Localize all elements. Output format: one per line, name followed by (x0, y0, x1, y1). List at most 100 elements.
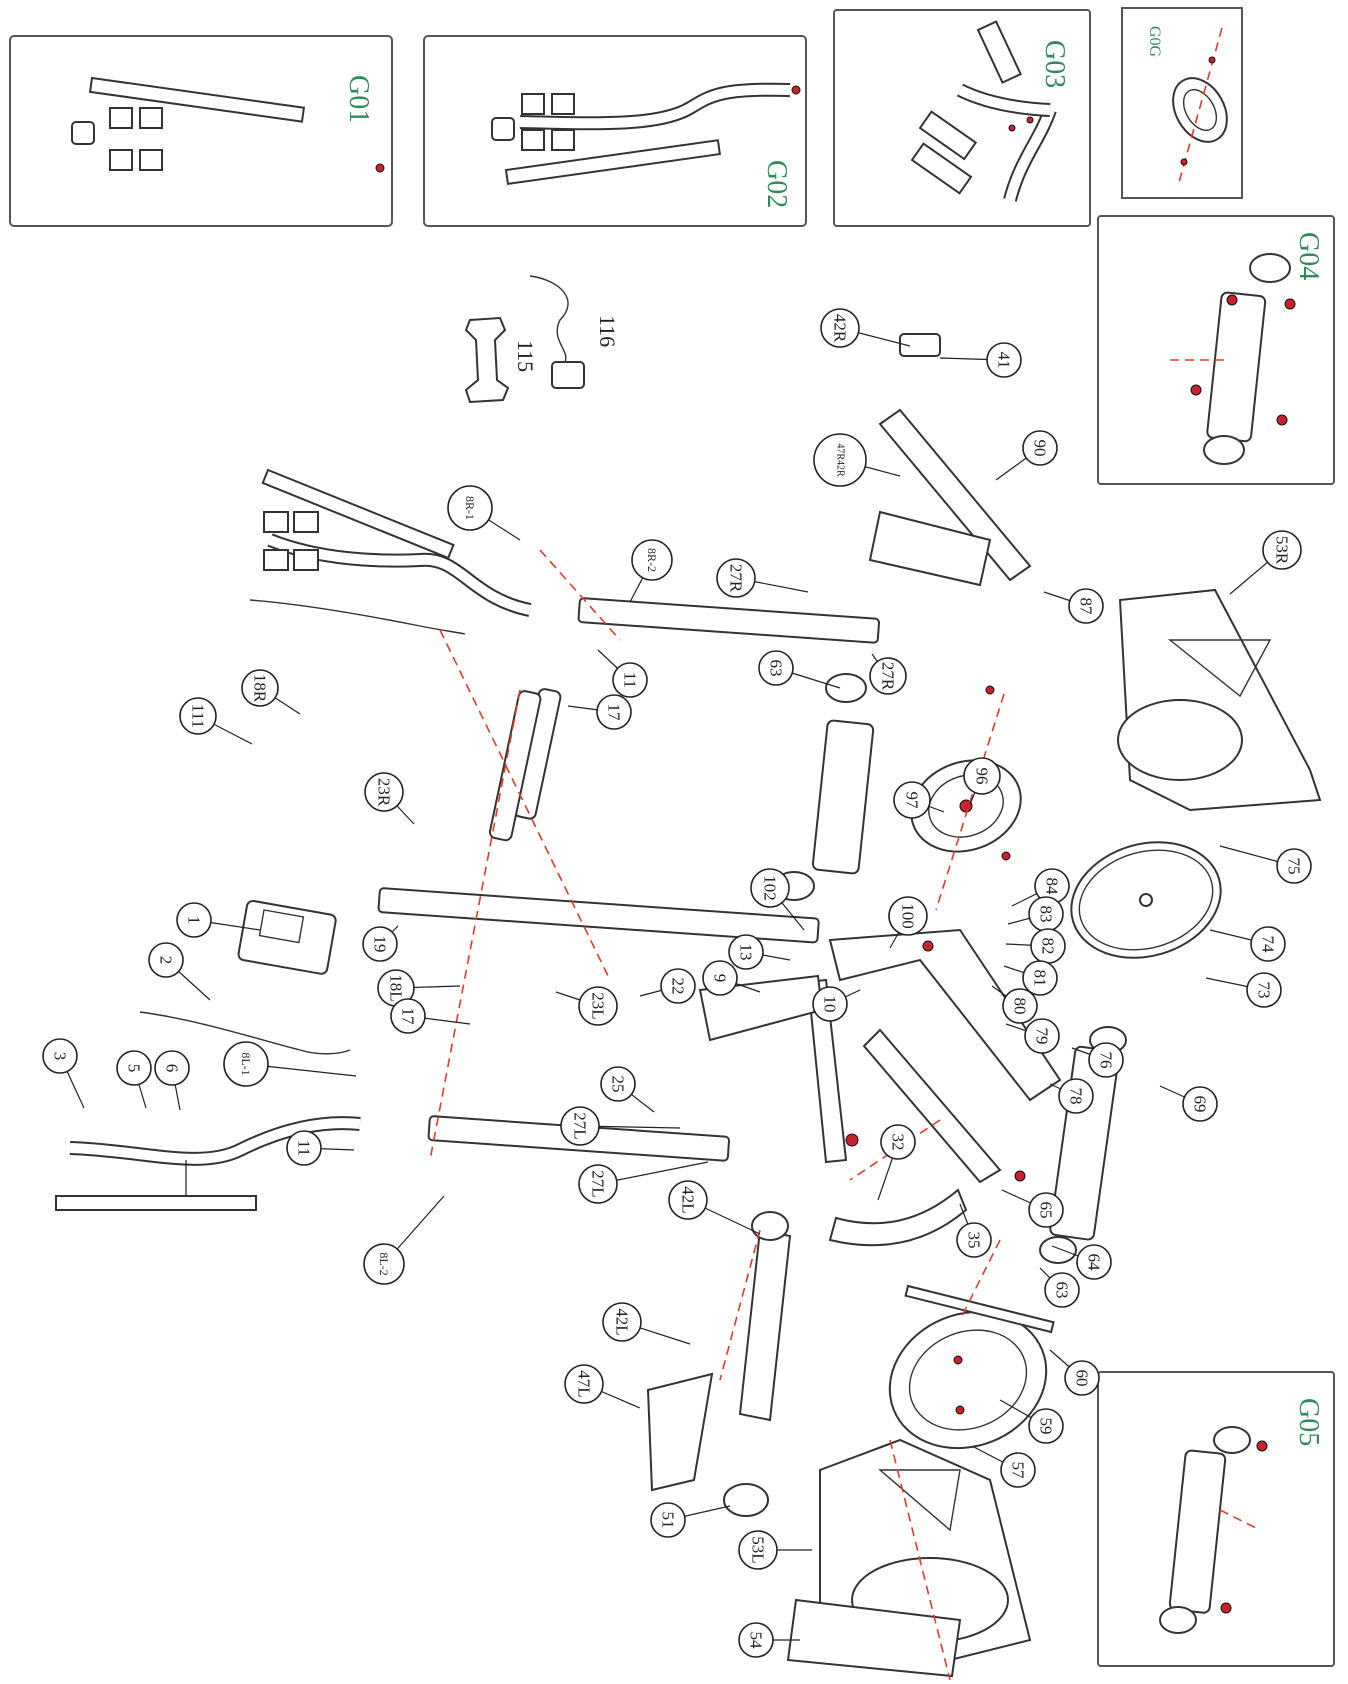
callout-c78: 78 (1049, 1078, 1094, 1114)
callout-label: 8L-1 (239, 1052, 253, 1075)
callout-c27l_b: 27L (578, 1161, 709, 1204)
callout-c75: 75 (1219, 845, 1312, 884)
callout-circle (738, 1530, 778, 1570)
callout-circle (750, 868, 790, 908)
callout-label: 8L-2 (377, 1252, 391, 1275)
callout-circle (1022, 960, 1058, 996)
callout-circle (1076, 1244, 1112, 1280)
callout-circle (1088, 1042, 1124, 1078)
callout-circle (1250, 926, 1286, 962)
callout-c9: 9 (702, 960, 761, 996)
callout-circle (363, 1243, 405, 1285)
callout-circle (390, 998, 426, 1034)
callout-label: 17 (399, 1008, 418, 1026)
callout-c27r_b: 27R (869, 653, 907, 695)
callout-label: 74 (1259, 936, 1278, 954)
callout-label: 23L (589, 992, 608, 1019)
callout-c18r: 18R (241, 669, 301, 715)
callout-circle (1182, 1086, 1218, 1122)
callout-label: 42R (831, 314, 850, 343)
inset-g0g: G0G (1121, 7, 1243, 199)
wrench-tool: 115 (464, 316, 538, 404)
callout-circle (364, 772, 404, 812)
callout-c97: 97 (893, 781, 945, 819)
callout-c100: 100 (888, 896, 928, 949)
callout-circle (702, 960, 738, 996)
callout-circle (893, 781, 931, 819)
callout-label: 23R (375, 778, 394, 807)
callout-c87: 87 (1043, 588, 1104, 624)
callout-circle (1068, 588, 1104, 624)
callout-label: 6 (163, 1064, 182, 1073)
callout-label: 47L (575, 1370, 594, 1397)
callout-label: 97 (903, 792, 922, 810)
callout-circle (728, 934, 764, 970)
callout-circle (963, 757, 1001, 795)
callout-label: 90 (1031, 440, 1050, 457)
callout-c17_a: 17 (567, 694, 632, 730)
callout-circle (812, 986, 848, 1022)
callout-label: 76 (1097, 1052, 1116, 1069)
callout-label: 41 (995, 352, 1014, 369)
inset-label-g03: G03 (1039, 40, 1070, 88)
callout-label: 60 (1073, 1370, 1092, 1387)
callout-c23l: 23L (555, 986, 618, 1026)
callout-circle (1064, 1360, 1100, 1396)
callout-circle (1044, 1272, 1080, 1308)
callout-c8l1: 8L-1 (223, 1041, 357, 1087)
callout-c51: 51 (650, 1502, 731, 1538)
callout-c19: 19 (362, 925, 399, 962)
inset-g02: G02 (423, 35, 807, 227)
callout-label: 51 (659, 1512, 678, 1529)
callout-c8l2: 8L-2 (363, 1195, 445, 1285)
callout-c79: 79 (1005, 1018, 1060, 1054)
callout-c59: 59 (999, 1399, 1064, 1444)
inset-label-g05: G05 (1293, 1398, 1324, 1446)
callout-label: 11 (621, 672, 640, 688)
callout-label: 83 (1037, 906, 1056, 923)
inset-g03: G03 (833, 9, 1091, 227)
main-assembly (55, 333, 1322, 1681)
callout-circle (660, 968, 696, 1004)
callout-label: 27L (571, 1112, 590, 1139)
callout-circle (179, 697, 217, 735)
inset-label-g02: G02 (761, 160, 792, 208)
callout-c63_b: 63 (1039, 1267, 1080, 1308)
callout-circle (1262, 530, 1302, 570)
callout-c47l: 47L (564, 1364, 641, 1409)
callout-label: 8R-2 (645, 548, 659, 572)
callout-c8r2: 8R-2 (629, 539, 673, 603)
inset-label-g0g: G0G (1146, 26, 1163, 58)
callout-label: 84 (1043, 878, 1062, 896)
callout-label: 80 (1011, 998, 1030, 1015)
callout-c60: 60 (1049, 1349, 1100, 1396)
callout-circle (596, 694, 632, 730)
callout-label: 1 (185, 916, 204, 925)
callout-label: 42L (613, 1308, 632, 1335)
callout-c111: 111 (179, 697, 253, 745)
callout-c63_a: 63 (758, 650, 841, 689)
callout-label: 57 (1009, 1462, 1028, 1480)
callout-label: 2 (157, 956, 176, 965)
callout-circle (362, 926, 398, 962)
callout-label: 111 (189, 704, 208, 728)
callout-circle (880, 1124, 916, 1160)
callout-label: 65 (1037, 1202, 1056, 1219)
power-adapter: 116 (529, 275, 620, 389)
callout-circle (241, 669, 279, 707)
callout-c64: 64 (1051, 1244, 1112, 1280)
callout-c42l_a: 42L (668, 1180, 761, 1235)
callout-label: 5 (125, 1064, 144, 1073)
callout-circle (738, 1622, 774, 1658)
callout-label: 8R-1 (463, 496, 477, 520)
callout-circle (612, 662, 648, 698)
callout-label: 79 (1033, 1028, 1052, 1045)
callout-label: 64 (1085, 1254, 1104, 1272)
callout-c74: 74 (1209, 926, 1286, 962)
callout-c5: 5 (116, 1050, 152, 1109)
callout-circle (223, 1041, 269, 1087)
callout-c42r: 42R (820, 308, 911, 348)
callout-c1: 1 (176, 902, 261, 938)
callout-circle (1022, 430, 1058, 466)
